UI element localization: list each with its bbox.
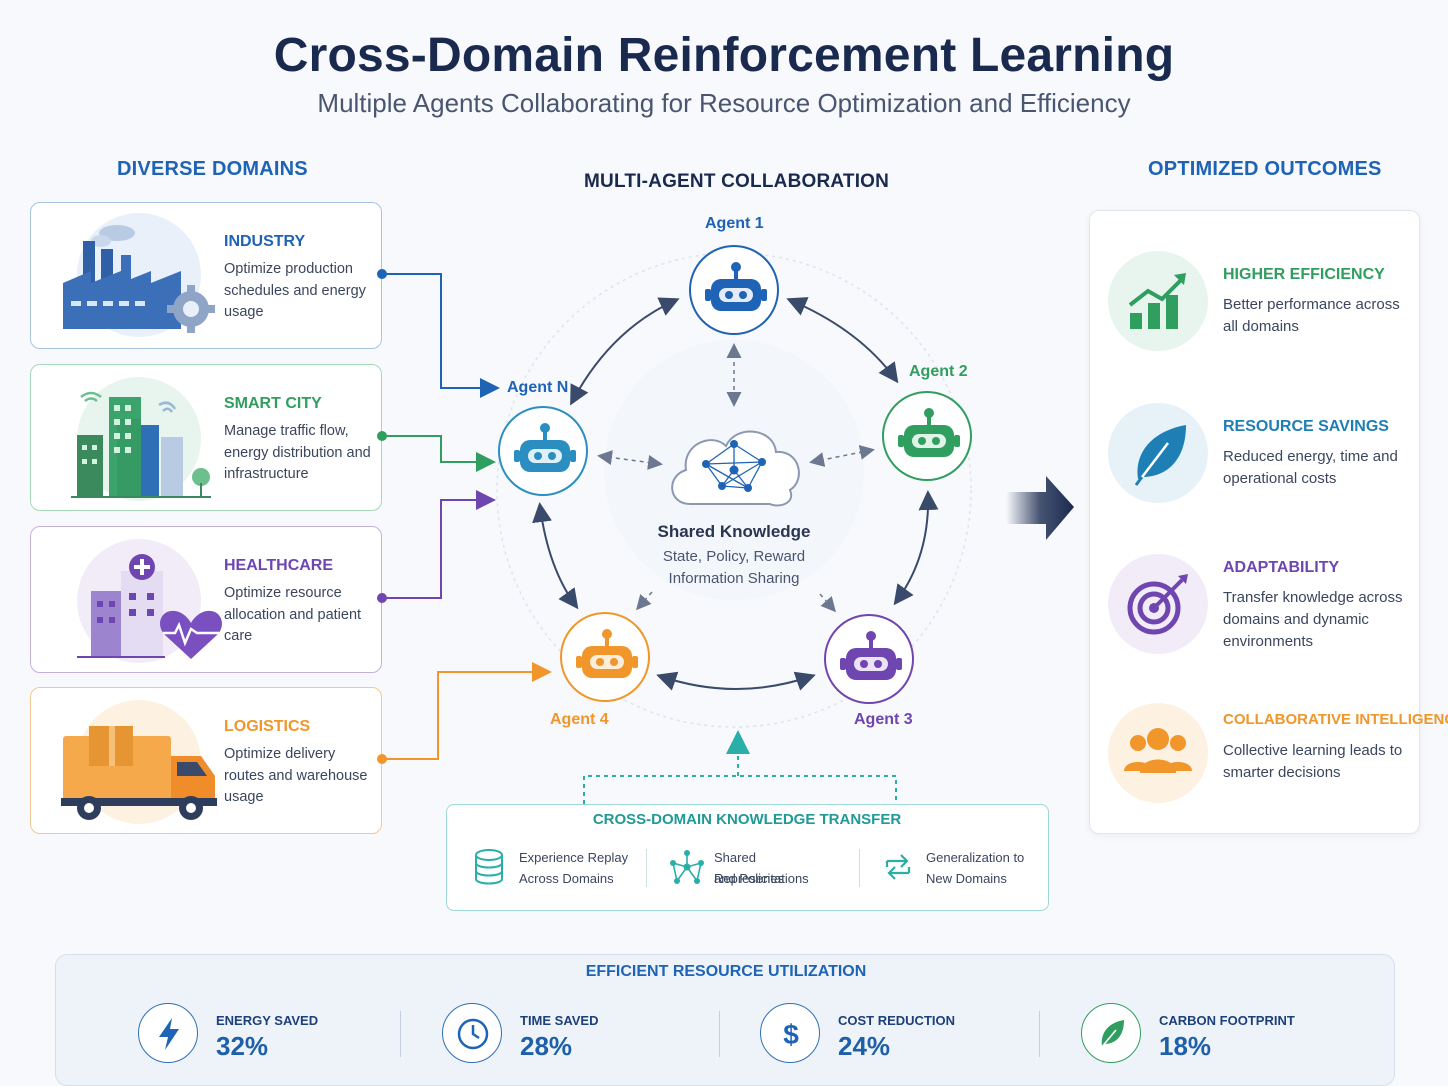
page-subtitle: Multiple Agents Collaborating for Resour… bbox=[317, 88, 1131, 118]
domain-title: HEALTHCARE bbox=[224, 557, 334, 574]
outcome-title: ADAPTABILITY bbox=[1223, 559, 1340, 576]
metric-value: 28% bbox=[520, 1031, 573, 1061]
robot-icon bbox=[898, 408, 960, 457]
metric-label: CARBON FOOTPRINT bbox=[1159, 1013, 1295, 1028]
robot-icon bbox=[514, 423, 576, 472]
leaf-icon bbox=[1108, 403, 1208, 503]
collaboration-heading: MULTI-AGENT COLLABORATION bbox=[584, 171, 890, 192]
outcome-description: Collective learning leads to smarter dec… bbox=[1223, 742, 1403, 781]
robot-icon bbox=[576, 629, 638, 678]
factory-icon bbox=[51, 213, 226, 341]
page-title: Cross-Domain Reinforcement Learning bbox=[273, 29, 1175, 82]
outcome-description: Reduced energy, time and operational cos… bbox=[1223, 448, 1398, 487]
domain-description: Optimize production schedules and energy… bbox=[224, 261, 366, 320]
agent-3-label: Agent 3 bbox=[854, 711, 913, 728]
domain-card-smart-city[interactable]: SMART CITY Manage traffic flow, energy d… bbox=[30, 364, 382, 511]
svg-text:$: $ bbox=[783, 1019, 799, 1050]
agent-4[interactable] bbox=[560, 612, 650, 702]
domain-card-healthcare[interactable]: HEALTHCARE Optimize resource allocation … bbox=[30, 526, 382, 673]
domain-card-industry[interactable]: INDUSTRY Optimize production schedules a… bbox=[30, 202, 382, 349]
domain-title: SMART CITY bbox=[224, 395, 322, 412]
robot-icon bbox=[705, 262, 767, 311]
shared-knowledge-line2: Information Sharing bbox=[668, 570, 800, 587]
metric-label: TIME SAVED bbox=[520, 1013, 599, 1028]
transfer-item-2-line1: Shared Representations bbox=[714, 850, 809, 886]
agent-n[interactable] bbox=[498, 406, 588, 496]
domain-card-logistics[interactable]: LOGISTICS Optimize delivery routes and w… bbox=[30, 687, 382, 834]
target-icon bbox=[1108, 554, 1208, 654]
metric-value: 18% bbox=[1159, 1031, 1212, 1061]
metric-label: ENERGY SAVED bbox=[216, 1013, 319, 1028]
outcome-title: HIGHER EFFICIENCY bbox=[1223, 266, 1385, 283]
outcome-title: RESOURCE SAVINGS bbox=[1223, 418, 1389, 435]
cloud-network-icon bbox=[671, 430, 800, 507]
knowledge-transfer-panel: CROSS-DOMAIN KNOWLEDGE TRANSFER Experien… bbox=[446, 804, 1049, 911]
metric-value: 24% bbox=[838, 1031, 891, 1061]
outcomes-heading: OPTIMIZED OUTCOMES bbox=[1148, 158, 1382, 180]
agent-3[interactable] bbox=[824, 614, 914, 704]
agent-1-label: Agent 1 bbox=[705, 215, 764, 232]
network-icon bbox=[670, 850, 704, 884]
domain-description: Manage traffic flow, energy distribution… bbox=[224, 423, 371, 482]
lightning-icon bbox=[138, 1003, 198, 1063]
robot-icon bbox=[840, 631, 902, 680]
transfer-item-2-line2: and Policies bbox=[714, 871, 785, 886]
resource-utilization-panel: EFFICIENT RESOURCE UTILIZATION ENERGY SA… bbox=[55, 954, 1395, 1086]
agent-n-label: Agent N bbox=[507, 379, 569, 396]
resources-heading: EFFICIENT RESOURCE UTILIZATION bbox=[585, 963, 867, 980]
outcome-description: Better performance across all domains bbox=[1223, 296, 1400, 335]
outcome-description: Transfer knowledge across domains and dy… bbox=[1223, 589, 1403, 650]
domains-heading: DIVERSE DOMAINS bbox=[117, 158, 308, 180]
transfer-item-1-line1: Experience Replay bbox=[519, 850, 629, 865]
metric-value: 32% bbox=[216, 1031, 269, 1061]
domain-title: LOGISTICS bbox=[224, 718, 311, 735]
agent-2-label: Agent 2 bbox=[909, 363, 968, 380]
shared-knowledge-line1: State, Policy, Reward bbox=[662, 548, 806, 565]
team-icon bbox=[1108, 703, 1208, 803]
domain-title: INDUSTRY bbox=[224, 233, 306, 250]
database-icon bbox=[475, 849, 503, 885]
delivery-truck-icon bbox=[51, 698, 226, 826]
transfer-heading: CROSS-DOMAIN KNOWLEDGE TRANSFER bbox=[592, 811, 902, 828]
metric-label: COST REDUCTION bbox=[838, 1013, 955, 1028]
agent-4-label: Agent 4 bbox=[550, 711, 609, 728]
outcome-title: COLLABORATIVE INTELLIGENCE bbox=[1223, 711, 1448, 728]
agent-2[interactable] bbox=[882, 391, 972, 481]
transfer-arrows-icon bbox=[885, 854, 911, 880]
domain-description: Optimize delivery routes and warehouse u… bbox=[224, 746, 368, 805]
agent-1[interactable] bbox=[689, 245, 779, 335]
growth-chart-icon bbox=[1108, 251, 1208, 351]
leaf-icon bbox=[1081, 1003, 1141, 1063]
transfer-item-3-line2: New Domains bbox=[926, 871, 1007, 886]
clock-icon bbox=[442, 1003, 502, 1063]
shared-knowledge-title: Shared Knowledge bbox=[657, 522, 811, 541]
dollar-icon: $ bbox=[760, 1003, 820, 1063]
transfer-item-1-line2: Across Domains bbox=[519, 871, 614, 886]
outcomes-panel: HIGHER EFFICIENCY Better performance acr… bbox=[1089, 210, 1448, 834]
transfer-item-3-line1: Generalization to bbox=[926, 850, 1025, 865]
domain-description: Optimize resource allocation and patient… bbox=[224, 585, 362, 644]
city-buildings-icon bbox=[51, 375, 226, 503]
hospital-heart-icon bbox=[51, 537, 226, 665]
